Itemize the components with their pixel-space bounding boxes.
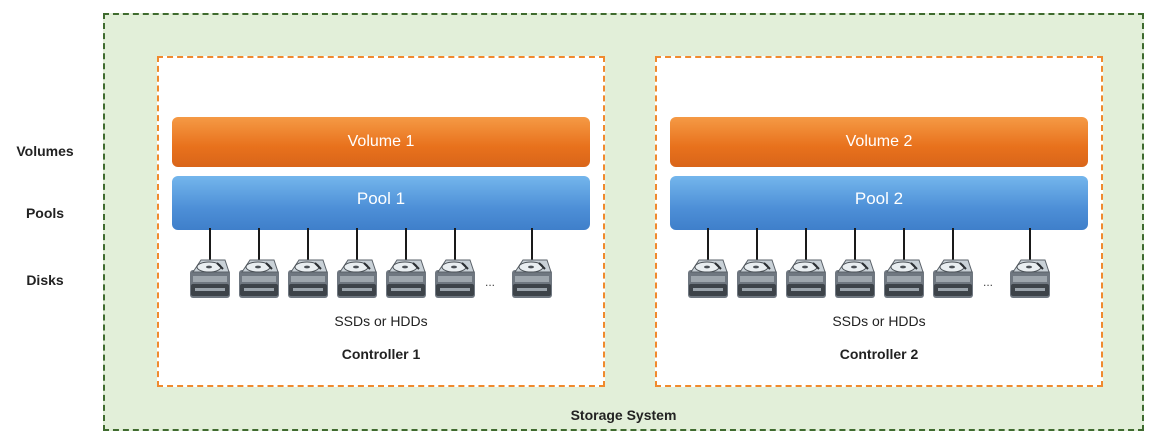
disk-connector <box>258 228 260 260</box>
volumes-label: Volumes <box>16 143 74 159</box>
disk-connector <box>952 228 954 260</box>
disk-connector <box>356 228 358 260</box>
hard-disk-icon <box>285 254 331 300</box>
hard-disk-icon <box>930 254 976 300</box>
volume-1: Volume 1 <box>172 117 590 167</box>
hard-disk-icon <box>236 254 282 300</box>
hard-disk-icon <box>509 254 555 300</box>
disk-connector <box>531 228 533 260</box>
disk-connector <box>707 228 709 260</box>
hard-disk-icon <box>832 254 878 300</box>
disk-connector <box>805 228 807 260</box>
storage-system: Volume 1 Pool 1 <box>103 13 1144 431</box>
more-disks-ellipsis: ... <box>485 275 496 289</box>
controller-2-label: Controller 2 <box>839 346 919 362</box>
controller-1-label: Controller 1 <box>341 346 421 362</box>
media-label-1: SSDs or HDDs <box>334 313 428 329</box>
disk-connector <box>903 228 905 260</box>
disks-label: Disks <box>26 272 64 288</box>
disk-connector <box>405 228 407 260</box>
volume-2: Volume 2 <box>670 117 1088 167</box>
disk-connector <box>756 228 758 260</box>
hard-disk-icon <box>1007 254 1053 300</box>
hard-disk-icon <box>734 254 780 300</box>
hard-disk-icon <box>334 254 380 300</box>
disk-connector <box>307 228 309 260</box>
disk-connector <box>209 228 211 260</box>
hard-disk-icon <box>685 254 731 300</box>
pool-1: Pool 1 <box>172 176 590 230</box>
hard-disk-icon <box>783 254 829 300</box>
pools-label: Pools <box>25 205 65 221</box>
hard-disk-icon <box>432 254 478 300</box>
disk-connector <box>1029 228 1031 260</box>
more-disks-ellipsis: ... <box>983 275 994 289</box>
hard-disk-icon <box>881 254 927 300</box>
media-label-2: SSDs or HDDs <box>832 313 926 329</box>
pool-2: Pool 2 <box>670 176 1088 230</box>
hard-disk-icon <box>383 254 429 300</box>
hard-disk-icon <box>187 254 233 300</box>
controller-2: Volume 2 Pool 2 <box>655 56 1103 387</box>
disk-connector <box>454 228 456 260</box>
controller-1: Volume 1 Pool 1 <box>157 56 605 387</box>
storage-system-label: Storage System <box>570 407 677 423</box>
disk-connector <box>854 228 856 260</box>
